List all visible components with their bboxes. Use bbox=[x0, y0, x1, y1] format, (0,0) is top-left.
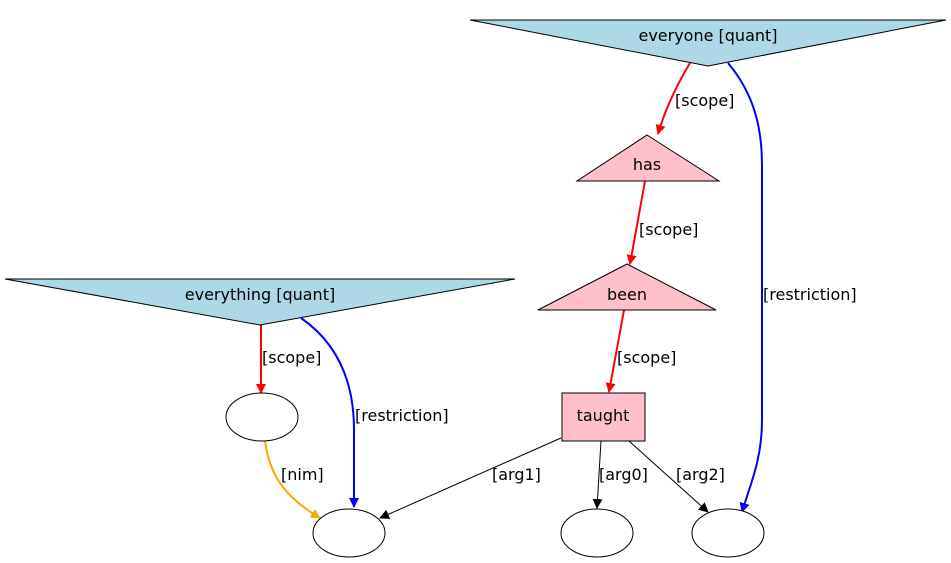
edge-has-been: [scope] bbox=[626, 180, 698, 265]
edge-label: [restriction] bbox=[763, 285, 857, 304]
node-e3[interactable] bbox=[560, 508, 634, 558]
node-shape bbox=[561, 392, 646, 442]
node-shape bbox=[4, 278, 516, 326]
node-taught[interactable]: taught bbox=[561, 392, 646, 442]
edge-label: [restriction] bbox=[355, 406, 449, 425]
edge-line bbox=[628, 440, 709, 513]
edge-everything-e2: [restriction] bbox=[300, 317, 449, 508]
edge-line bbox=[300, 317, 359, 508]
node-e2[interactable] bbox=[312, 508, 386, 558]
edge-label: [scope] bbox=[675, 91, 734, 110]
node-label: everyone [quant] bbox=[638, 26, 777, 45]
edge-been-taught: [scope] bbox=[605, 309, 676, 393]
node-shape bbox=[312, 508, 386, 558]
edge-line bbox=[379, 437, 562, 519]
edge-e1-e2: [nim] bbox=[264, 440, 324, 519]
node-everyone[interactable]: everyone [quant] bbox=[469, 19, 947, 67]
node-label: taught bbox=[577, 406, 630, 425]
node-label: everything [quant] bbox=[185, 285, 335, 304]
edge-everyone-has: [scope] bbox=[655, 62, 734, 135]
node-has[interactable]: has bbox=[575, 134, 721, 182]
edge-line bbox=[727, 62, 763, 513]
edge-label: [nim] bbox=[281, 465, 324, 484]
node-shape bbox=[469, 19, 947, 67]
node-shape bbox=[575, 134, 721, 182]
edge-everything-e1: [scope] bbox=[256, 324, 321, 394]
edge-label: [arg0] bbox=[599, 465, 648, 484]
node-shape bbox=[225, 392, 299, 442]
edge-line bbox=[626, 180, 646, 265]
edge-line bbox=[592, 440, 603, 509]
edge-line bbox=[264, 440, 321, 519]
edge-everyone-e4: [restriction] bbox=[727, 62, 857, 513]
edge-line bbox=[605, 309, 625, 393]
node-label: been bbox=[607, 285, 647, 304]
node-label: has bbox=[633, 155, 661, 174]
edge-taught-e4: [arg2] bbox=[628, 440, 725, 513]
node-everything[interactable]: everything [quant] bbox=[4, 278, 516, 326]
node-e4[interactable] bbox=[691, 508, 765, 558]
node-shape bbox=[537, 263, 717, 311]
edge-label: [scope] bbox=[262, 348, 321, 367]
edge-label: [arg1] bbox=[492, 465, 541, 484]
node-shape bbox=[560, 508, 634, 558]
node-e1[interactable] bbox=[225, 392, 299, 442]
edge-line bbox=[655, 62, 691, 135]
node-been[interactable]: been bbox=[537, 263, 717, 311]
node-shape bbox=[691, 508, 765, 558]
edge-taught-e2: [arg1] bbox=[379, 437, 562, 519]
edge-taught-e3: [arg0] bbox=[592, 440, 648, 509]
edge-label: [arg2] bbox=[676, 465, 725, 484]
edge-label: [scope] bbox=[617, 348, 676, 367]
edge-label: [scope] bbox=[639, 220, 698, 239]
